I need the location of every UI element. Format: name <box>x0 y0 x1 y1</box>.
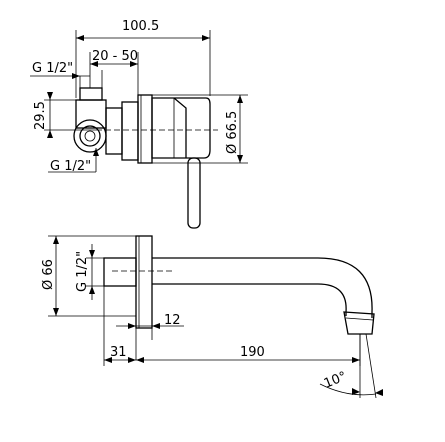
dim-offset-text: 31 <box>110 345 127 360</box>
spout-aerator <box>343 311 375 335</box>
dim-spout-plate-diameter-text: Ø 66 <box>41 259 56 290</box>
dim-plate-diameter-text: Ø 66.5 <box>225 111 240 154</box>
dim-inlet-bottom-text: G 1/2" <box>50 159 91 174</box>
dim-plate-thickness: 12 <box>116 313 184 360</box>
spout-aerator-line <box>345 317 374 321</box>
inlet-circle-inner <box>79 125 101 147</box>
spout-view <box>103 235 375 335</box>
dim-inlet-bottom: G 1/2" <box>48 148 99 174</box>
wall-plate <box>137 94 153 164</box>
dim-depth-range-text: 20 - 50 <box>92 49 138 64</box>
dim-spout-length-text: 190 <box>240 345 265 360</box>
dim-angle-text: 10° <box>322 369 349 392</box>
dim-inlet-top: G 1/2" <box>30 61 103 88</box>
body-stem <box>105 107 123 155</box>
dim-spout-plate-diameter: Ø 66 <box>41 235 136 317</box>
dim-height: 29.5 <box>33 92 96 138</box>
handle-body <box>151 97 211 159</box>
mixer-body-view <box>73 87 218 229</box>
handle-bevel <box>173 97 187 158</box>
dim-spout-thread: G 1/2" <box>75 244 104 300</box>
dim-depth-range: 20 - 50 <box>89 49 139 95</box>
dim-spout-lengths: 31 190 <box>103 286 361 366</box>
handle-lever <box>187 157 201 229</box>
dim-overall-width: 100.5 <box>75 19 211 98</box>
spout-thread-stub <box>103 257 137 287</box>
spout-wall-plate <box>135 235 153 329</box>
dim-overall-width-text: 100.5 <box>122 19 159 34</box>
dim-angle: 10° <box>319 333 383 399</box>
inlet-circle-outer <box>73 119 107 153</box>
dim-height-text: 29.5 <box>33 101 48 130</box>
spout-pipe <box>152 257 373 318</box>
dim-inlet-top-text: G 1/2" <box>32 61 73 76</box>
dim-plate-thickness-text: 12 <box>164 313 181 328</box>
inlet-circle-core <box>84 130 96 142</box>
inlet-top-nut <box>79 87 103 101</box>
dim-plate-diameter: Ø 66.5 <box>152 94 248 164</box>
dim-spout-thread-text: G 1/2" <box>75 251 90 292</box>
body-collar <box>121 101 139 161</box>
